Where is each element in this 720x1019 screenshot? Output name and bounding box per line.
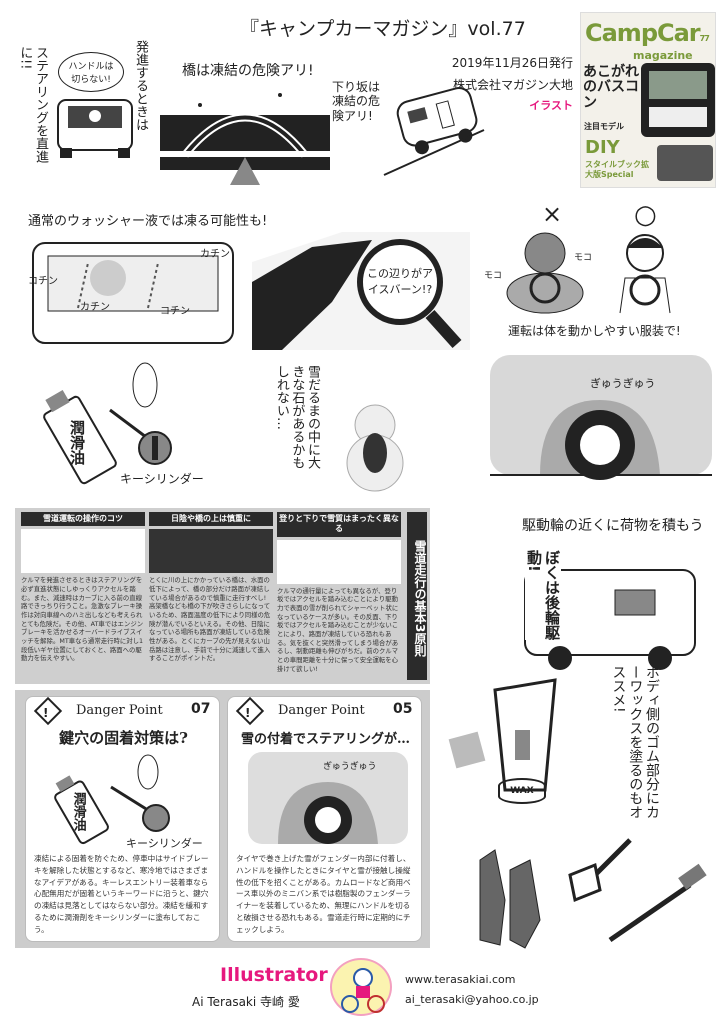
cylinder-label: キーシリンダー (120, 472, 204, 486)
car-front-illustration (57, 99, 133, 158)
snow-shovel-illustration (568, 838, 632, 903)
danger-title: 雪の付着でステアリングが… (240, 732, 410, 747)
squeeze-caption: ぎゅうぎゅう (590, 377, 656, 390)
rv-slope-illustration (383, 87, 485, 176)
gloves-illustration (479, 849, 541, 949)
scan-section-1: 雪道運転の操作のコツ クルマを発進させるときはステアリングを必ず直進状態にしゆっ… (21, 512, 145, 663)
clothes-caption: 運転は体を動かしやすい服装で! (508, 324, 681, 338)
cover-diy-sub: スタイルブック拡大版Special (585, 160, 649, 179)
cover-car-photo (657, 145, 713, 181)
windshield-illustration (32, 242, 234, 344)
bridge-caption: 橋は凍結の危険アリ! (182, 63, 314, 79)
cover-brand-text: CampCar (585, 19, 701, 47)
scan-heading: 日陰や橋の上は慎重に (149, 512, 273, 527)
start-caption: 発進するときは (133, 40, 148, 131)
danger-card-05: ! Danger Point 05 雪の付着でステアリングが… ぎゅうぎゅう タ… (227, 696, 422, 942)
warning-icon: ! (33, 696, 63, 726)
kochin-left: コチン (28, 276, 58, 287)
scan-body: クルマを発進させるときはステアリングを必ず直進状態にしゆっくりアクセルを踏む。ま… (21, 576, 144, 663)
scan-side-title: 雪道走行の基本3原則 (407, 512, 427, 680)
danger-scan: ! Danger Point 07 鍵穴の固着対策は? 潤滑油 キーシリンダー … (15, 690, 430, 948)
footer-website[interactable]: www.terasakiai.com (405, 973, 516, 986)
bundled-driver-illustration (506, 232, 584, 314)
scan-heading: 雪道運転の操作のコツ (21, 512, 145, 527)
cover-sub: magazine (633, 49, 693, 62)
rear-wheel-drive-caption: ぼくは後輪駆動! (525, 550, 561, 640)
danger-number: 05 (393, 701, 413, 717)
snowy-forest-illustration (252, 232, 470, 350)
danger-card-07: ! Danger Point 07 鍵穴の固着対策は? 潤滑油 キーシリンダー … (25, 696, 220, 942)
snowman-illustration (346, 404, 404, 492)
wax-note: ボディ側のゴム部分にカーワックスを塗るのもオススメ! (610, 665, 660, 819)
category-label: イラスト (529, 99, 573, 112)
cylinder-label: キーシリンダー (126, 837, 203, 850)
danger-title: 鍵穴の固着対策は? (59, 729, 188, 747)
snowman-caption: 雪だるまの中に大きな石があるかもしれない… (273, 365, 320, 469)
scan-body: クルマの通行量によっても異なるが、登り坂ではアクセルを踏み込むことにより駆動力で… (277, 586, 399, 673)
steer-straight-caption: ステアリングを直進に!! (17, 46, 48, 163)
scan-section-2: 日陰や橋の上は慎重に とくに川の上にかかっている橋は、水面の低下によって、橋の部… (149, 512, 273, 663)
scan-heading: 登りと下りで雪質はまったく異なる (277, 512, 401, 537)
spray-key-illustration (54, 754, 170, 845)
tire-snow-illustration (490, 355, 712, 480)
illustrator-avatar (330, 958, 392, 1016)
kachin-right: カチン (200, 249, 230, 260)
moko-right: モコ (574, 253, 593, 263)
magazine-title: 『キャンプカーマガジン』vol.77 (240, 18, 526, 40)
slope-caption: 下り坂は凍結の危険アリ! (332, 80, 381, 123)
scan-section-3: 登りと下りで雪質はまったく異なる クルマの通行量によっても異なるが、登り坂ではア… (277, 512, 401, 673)
footer-name: Ai Terasaki 寺崎 愛 (192, 995, 300, 1009)
ng-mark: × (542, 200, 563, 228)
footer-role: Illustrator (220, 964, 328, 986)
cover-headline: あこがれのバスコン (583, 64, 639, 111)
squeeze-caption: ぎゅうぎゅう (323, 762, 377, 772)
bridge-illustration (160, 93, 330, 185)
danger-body: タイヤで巻き上げた雪がフェンダー内部に付着し、ハンドルを操作したときにタイヤと雪… (236, 854, 411, 934)
light-driver-illustration (619, 234, 671, 314)
cover-vol: 77 (699, 34, 710, 43)
load-caption: 駆動輪の近くに荷物を積もう (522, 518, 704, 534)
ok-mark: ○ (634, 200, 657, 230)
wax-cloth (448, 731, 486, 769)
moko-left: モコ (484, 271, 503, 281)
danger-label: Danger Point (76, 703, 163, 718)
danger-label: Danger Point (278, 703, 365, 718)
kachin-center: カチン (80, 302, 110, 313)
tire-snow-illustration (248, 752, 408, 844)
cover-diy: DIY (585, 137, 620, 158)
danger-body: 凍結による固着を防ぐため、停車中はサイドブレーキを解除した状態とするなど、寒冷地… (34, 854, 209, 934)
rv-load-illustration (524, 569, 696, 670)
scan-body: とくに川の上にかかっている橋は、水面の低下によって、橋の部分だけ路面が凍結してい… (149, 576, 271, 663)
oil-label: 潤滑油 (70, 792, 86, 831)
snow-brush-illustration (608, 863, 707, 943)
cover-bus-photo (641, 63, 715, 137)
danger-number: 07 (191, 701, 211, 717)
spray-key-illustration (43, 362, 172, 485)
kochin-center: コチン (160, 306, 190, 317)
warning-icon: ! (235, 696, 265, 726)
publisher: 株式会社マガジン大地 (452, 78, 573, 92)
cover-tag: 注目モデル (584, 122, 624, 131)
magazine-cover: CampCar77 magazine あこがれのバスコン 注目モデル DIY ス… (580, 12, 716, 188)
icebarn-caption: この辺りがアイスバーン!? (367, 267, 433, 296)
cover-brand: CampCar77 (585, 19, 710, 47)
oil-label: 潤滑油 (68, 420, 86, 465)
washer-caption: 通常のウォッシャー液では凍る可能性も! (28, 214, 268, 229)
bubble-no-steer: ハンドルは切らない! (58, 52, 124, 92)
footer-email[interactable]: ai_terasaki@yahoo.co.jp (405, 993, 539, 1006)
wax-can: WAX (498, 778, 546, 804)
article-scan-strip: 雪道運転の操作のコツ クルマを発進させるときはステアリングを必ず直進状態にしゆっ… (15, 508, 430, 684)
issue-date: 2019年11月26日発行 (451, 56, 573, 70)
cyclist-icon (341, 968, 385, 1013)
